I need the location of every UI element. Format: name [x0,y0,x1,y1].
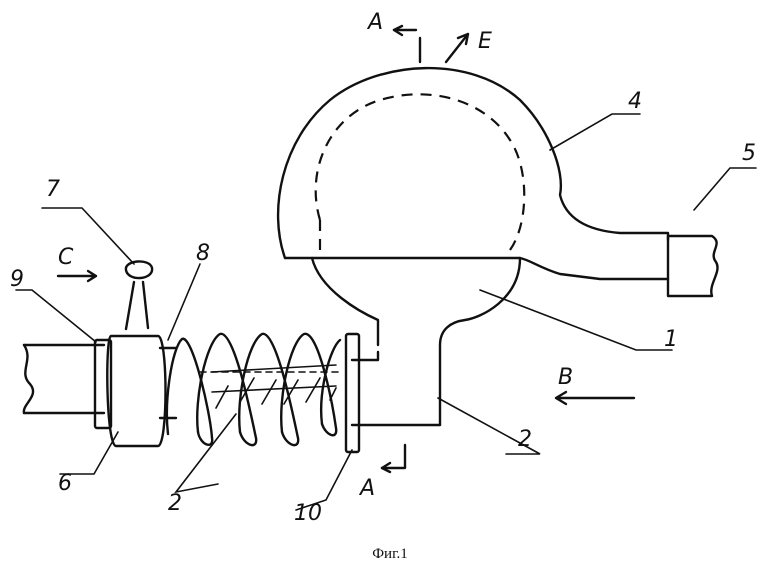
figure-caption: Фиг.1 [372,546,408,562]
direction-label-b: В [558,365,573,390]
direction-label-c: С [58,245,74,270]
collar [93,334,167,448]
section-mark-bottom: А [358,443,407,501]
part-label-8: 8 [196,241,210,266]
shaft [22,343,442,427]
housing [276,66,670,281]
part-label-1: 1 [664,327,678,352]
part-label-2-bottom: 2 [168,491,182,516]
part-label-7: 7 [46,177,60,202]
lever [124,260,154,331]
direction-label-e: Е [478,29,492,54]
part-label-4: 4 [628,89,642,114]
part-labels: 7 8 9 6 2 10 2 1 4 5 [10,89,756,526]
body [310,256,522,427]
part-label-10: 10 [294,501,322,526]
part-label-2-right: 2 [518,427,532,452]
spring [165,332,342,447]
leader-lines [15,113,757,511]
connector-block [666,234,719,298]
section-mark-top: А [366,10,422,64]
part-label-9: 9 [10,267,24,292]
arrow-b: В [554,365,636,406]
arrow-e: Е [444,29,492,64]
shaft-thread-hidden [199,364,341,409]
part-label-6: 6 [58,471,72,496]
arrow-c: С [56,245,98,283]
section-label-bottom: А [358,476,375,501]
part-label-5: 5 [742,141,756,166]
section-label-top: А [366,10,383,35]
stop-washer [344,332,361,454]
